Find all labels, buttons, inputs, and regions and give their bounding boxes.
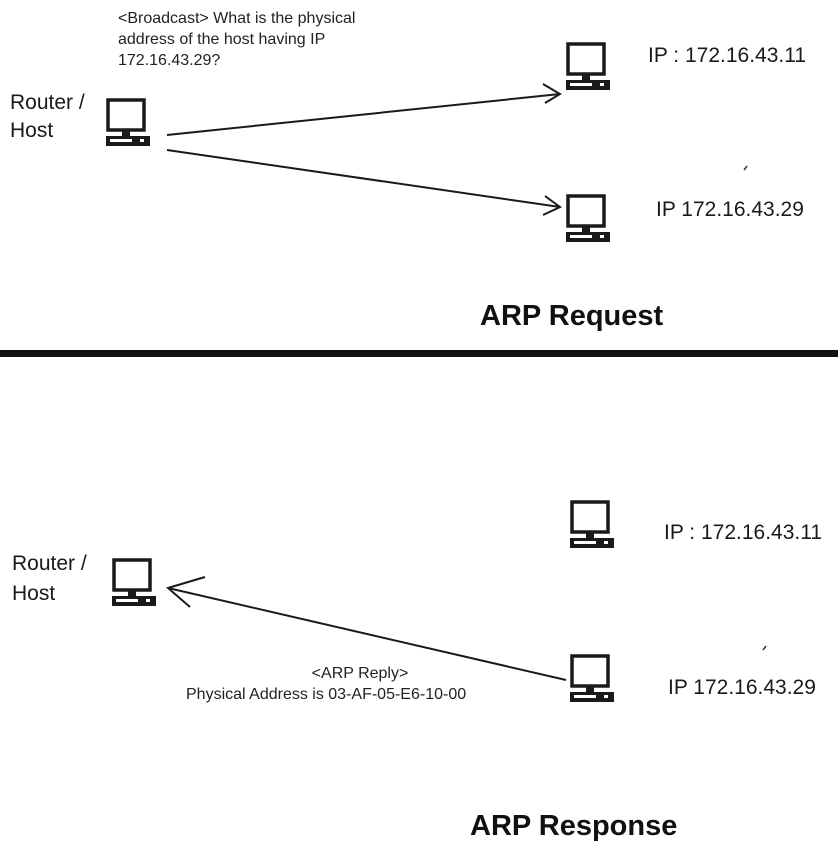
broadcast-arrowhead-1 [542, 83, 562, 104]
router-host-computer-icon [110, 558, 158, 608]
host-172-16-43-11-computer-icon [564, 42, 612, 92]
reply-arrowhead [165, 576, 206, 608]
broadcast-arrowhead-2 [542, 195, 562, 216]
broadcast-arrow-to-host-2 [166, 149, 561, 208]
panel-divider [0, 350, 838, 357]
request-target1-ip-label: IP : 172.16.43.11 [648, 44, 807, 67]
host-172-16-43-11-computer-icon [568, 500, 616, 550]
broadcast-arrow-to-host-1 [166, 93, 561, 136]
host-172-16-43-29-computer-icon [568, 654, 616, 704]
broadcast-message-line1: <Broadcast> What is the physical [118, 10, 356, 27]
reply-arrow-to-router [167, 587, 567, 681]
response-source-label-line2: Host [12, 582, 56, 605]
response-target2-ip-label: IP 172.16.43.29 [668, 676, 816, 699]
response-source-label-line1: Router / [12, 552, 87, 575]
stray-mark [743, 165, 748, 171]
host-172-16-43-29-computer-icon [564, 194, 612, 244]
response-title: ARP Response [470, 810, 678, 842]
stray-mark [762, 645, 767, 651]
broadcast-message-line3: 172.16.43.29? [118, 52, 221, 69]
request-target2-ip-label: IP 172.16.43.29 [656, 198, 804, 221]
request-source-label-line2: Host [10, 119, 54, 142]
response-target1-ip-label: IP : 172.16.43.11 [664, 521, 823, 544]
reply-message-line1: <ARP Reply> [311, 665, 409, 682]
router-host-computer-icon [104, 98, 152, 148]
reply-message-line2: Physical Address is 03-AF-05-E6-10-00 [186, 686, 467, 703]
request-title: ARP Request [480, 300, 664, 332]
broadcast-message-line2: address of the host having IP [118, 31, 326, 48]
request-source-label-line1: Router / [10, 91, 85, 114]
